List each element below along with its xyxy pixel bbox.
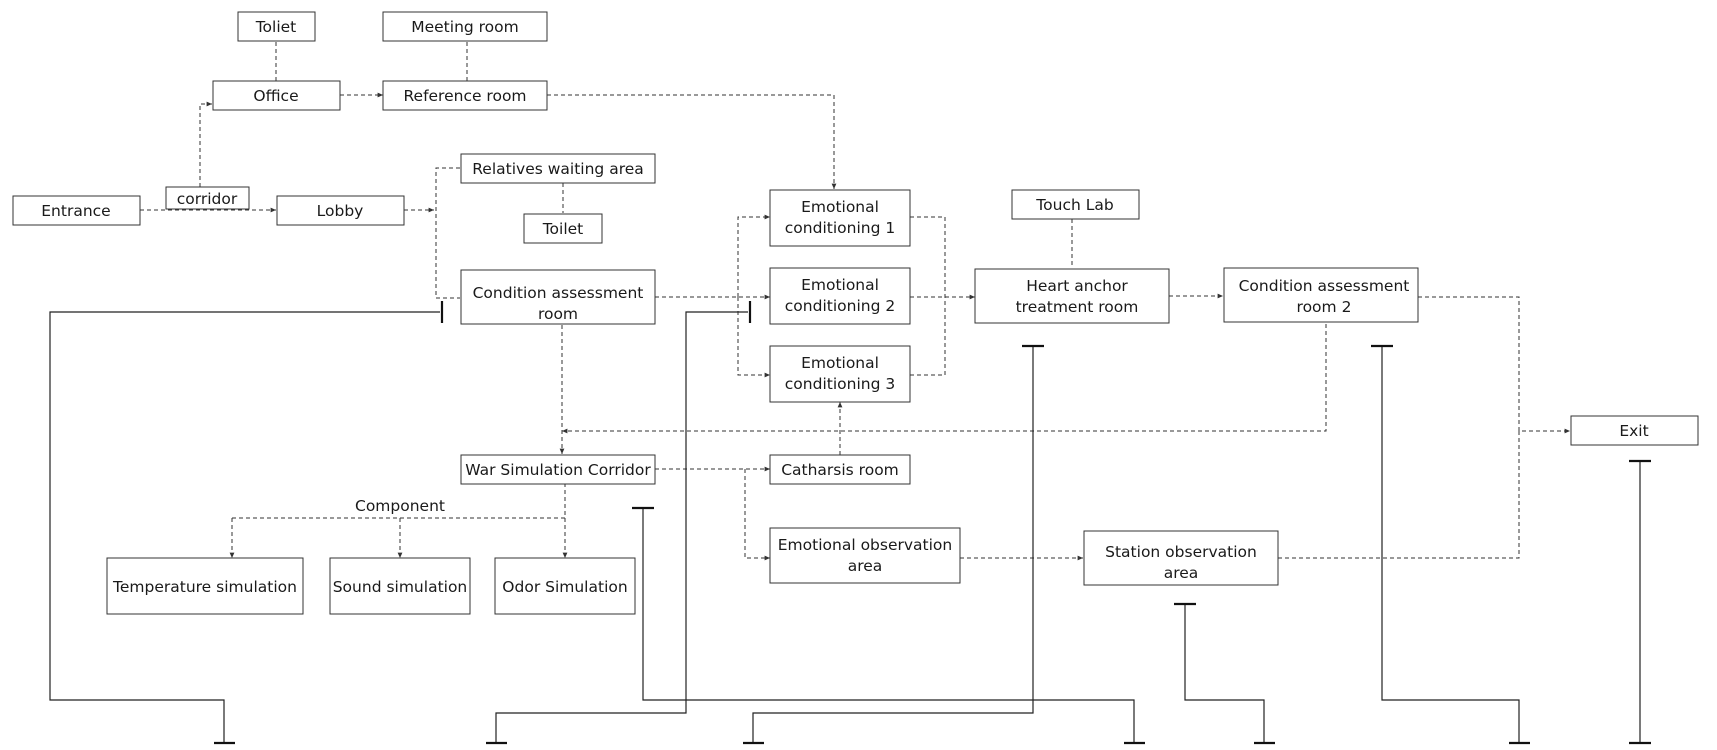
- connector-branch-emotional3: [737, 297, 770, 378]
- node-sound-simulation-label: Sound simulation: [333, 578, 468, 596]
- node-emotional-conditioning-2: Emotional conditioning 2: [769, 267, 911, 325]
- node-touch-lab: Touch Lab: [1011, 189, 1140, 220]
- connector-assessment2-return: [562, 324, 1327, 434]
- node-condition-assessment-room-2-label-line1: Condition assessment: [1239, 277, 1410, 295]
- node-emotional-conditioning-3: Emotional conditioning 3: [769, 345, 911, 403]
- node-emotional-conditioning-3-label-line1: Emotional: [801, 354, 879, 372]
- node-relatives-waiting-area-label: Relatives waiting area: [472, 160, 644, 178]
- connector-war-observation: [744, 469, 770, 561]
- node-relatives-waiting-area: Relatives waiting area: [460, 153, 656, 184]
- connector-merge-emotional: [910, 216, 946, 376]
- node-exit: Exit: [1570, 415, 1699, 446]
- node-entrance: Entrance: [12, 195, 141, 226]
- node-odor-simulation-label: Odor Simulation: [502, 578, 627, 596]
- node-entrance-label: Entrance: [41, 202, 110, 220]
- connector-branch-emotional1: [737, 214, 770, 297]
- connector-assessment2-exit: [1418, 296, 1570, 434]
- node-lobby: Lobby: [276, 195, 405, 226]
- node-office-label: Office: [253, 87, 298, 105]
- node-corridor: corridor: [165, 186, 250, 210]
- node-condition-assessment-room-2-label-line2: room 2: [1297, 298, 1352, 316]
- node-temperature-simulation: Temperature simulation: [106, 557, 304, 615]
- node-condition-assessment-room-label-line2: room: [538, 305, 578, 323]
- node-station-observation-area: Station observation area: [1083, 530, 1279, 586]
- connector-corridor-office: [199, 101, 212, 187]
- node-heart-anchor-label-line2: treatment room: [1016, 298, 1139, 316]
- node-catharsis-room-label: Catharsis room: [781, 461, 899, 479]
- connector-bracket-rooms: [435, 167, 460, 299]
- node-emotional-conditioning-2-label-line1: Emotional: [801, 276, 879, 294]
- node-condition-assessment-room-label-line1: Condition assessment: [473, 284, 644, 302]
- node-station-observation-area-label-line2: area: [1164, 564, 1199, 582]
- node-station-observation-area-label-line1: Station observation: [1105, 543, 1257, 561]
- dashed-connectors: [140, 42, 1570, 561]
- node-war-simulation-corridor-label: War Simulation Corridor: [465, 461, 651, 479]
- node-office: Office: [212, 80, 341, 111]
- node-odor-simulation: Odor Simulation: [494, 557, 636, 615]
- node-catharsis-room: Catharsis room: [769, 454, 911, 485]
- node-heart-anchor-label-line1: Heart anchor: [1026, 277, 1128, 295]
- node-toliet-label: Toliet: [255, 18, 297, 36]
- node-toilet-label: Toilet: [542, 220, 584, 238]
- node-corridor-label: corridor: [177, 190, 238, 208]
- node-condition-assessment-room: Condition assessment room: [460, 269, 656, 325]
- node-touch-lab-label: Touch Lab: [1035, 196, 1113, 214]
- connector-reference-emotional1: [547, 94, 837, 189]
- node-emotional-conditioning-3-label-line2: conditioning 3: [785, 375, 895, 393]
- solid-line-war-right: [642, 508, 1135, 743]
- solid-line-station: [1184, 604, 1265, 743]
- node-lobby-label: Lobby: [317, 202, 364, 220]
- node-war-simulation-corridor: War Simulation Corridor: [460, 454, 656, 485]
- node-emotional-conditioning-1-label-line2: conditioning 1: [785, 219, 895, 237]
- solid-line-assessment2: [1381, 346, 1520, 743]
- node-emotional-observation-area-label-line1: Emotional observation: [778, 536, 952, 554]
- node-temperature-simulation-label: Temperature simulation: [112, 578, 297, 596]
- node-meeting-room-label: Meeting room: [411, 18, 519, 36]
- solid-line-emotional2-left: [495, 311, 748, 743]
- node-emotional-conditioning-1: Emotional conditioning 1: [769, 189, 911, 247]
- solid-line-assessment-left: [49, 311, 440, 743]
- node-condition-assessment-room-2: Condition assessment room 2: [1223, 267, 1419, 323]
- node-toliet: Toliet: [237, 11, 316, 42]
- node-meeting-room: Meeting room: [382, 11, 548, 42]
- node-emotional-conditioning-1-label-line1: Emotional: [801, 198, 879, 216]
- component-label: Component: [355, 497, 445, 515]
- connector-station-exit: [1278, 431, 1520, 559]
- node-toilet: Toilet: [523, 213, 603, 244]
- node-emotional-observation-area-label-line2: area: [848, 557, 883, 575]
- node-sound-simulation: Sound simulation: [329, 557, 471, 615]
- node-emotional-observation-area: Emotional observation area: [769, 527, 961, 584]
- node-reference-room-label: Reference room: [403, 87, 526, 105]
- node-exit-label: Exit: [1619, 422, 1648, 440]
- solid-line-heart-left: [752, 346, 1034, 743]
- node-emotional-conditioning-2-label-line2: conditioning 2: [785, 297, 895, 315]
- node-heart-anchor-treatment-room: Heart anchor treatment room: [974, 268, 1170, 324]
- solid-connectors: [49, 301, 1651, 745]
- node-reference-room: Reference room: [382, 80, 548, 111]
